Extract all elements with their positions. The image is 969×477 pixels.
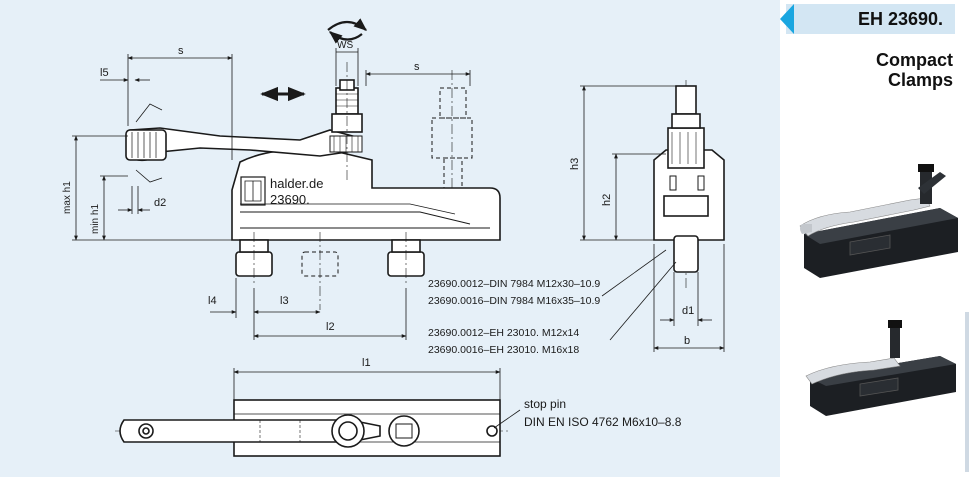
slot-spec-2: 23690.0016–EH 23010. M16x18 (428, 344, 579, 356)
dim-d1: d1 (682, 305, 694, 317)
dim-l2: l2 (326, 321, 335, 333)
dim-max-h1: max h1 (62, 181, 73, 214)
screw-spec-1: 23690.0012–DIN 7984 M12x30–10.9 (428, 278, 600, 290)
screw-spec-2: 23690.0016–DIN 7984 M16x35–10.9 (428, 295, 600, 307)
stop-pin-title: stop pin (524, 397, 566, 411)
product-title-line-1: Compact (875, 50, 953, 70)
dim-s-left: s (178, 45, 184, 57)
dim-l1: l1 (362, 357, 371, 369)
tab-arrow-icon (780, 4, 794, 34)
dim-ws: WS (337, 40, 353, 51)
dim-s-right: s (414, 61, 420, 73)
dim-h2: h2 (601, 194, 613, 206)
brand-label: halder.de (270, 176, 324, 191)
product-photo-large (799, 164, 958, 278)
dim-l4: l4 (208, 295, 217, 307)
slot-spec-1: 23690.0012–EH 23010. M12x14 (428, 327, 579, 339)
dim-l5: l5 (100, 67, 109, 79)
product-code: EH 23690. (857, 9, 943, 29)
scrollbar[interactable] (965, 312, 969, 472)
product-sidebar: EH 23690. Compact Clamps (780, 0, 969, 477)
dim-min-h1: min h1 (90, 204, 101, 234)
end-view (653, 85, 725, 273)
dim-l3: l3 (280, 295, 289, 307)
dimension-lines (72, 48, 501, 400)
stop-pin-leader (493, 409, 521, 429)
model-label: 23690. (270, 192, 310, 207)
product-code-tab: EH 23690. (780, 4, 955, 34)
technical-drawing-area: s s WS l5 l4 l3 l2 l1 max h1 min h1 d2 h… (62, 18, 725, 457)
product-title: Compact Clamps (876, 50, 953, 90)
product-title-line-2: Clamps (887, 70, 953, 90)
rotate-arrow-icon (327, 18, 368, 44)
stop-pin-spec: DIN EN ISO 4762 M6x10–8.8 (524, 415, 682, 429)
technical-drawing: s s WS l5 l4 l3 l2 l1 max h1 min h1 d2 h… (62, 18, 725, 457)
product-photo-small (805, 320, 956, 416)
end-view-dimensions (580, 85, 725, 352)
dim-d2: d2 (154, 197, 166, 209)
dim-h3: h3 (569, 158, 581, 170)
dim-b: b (684, 335, 690, 347)
top-view (119, 399, 501, 457)
